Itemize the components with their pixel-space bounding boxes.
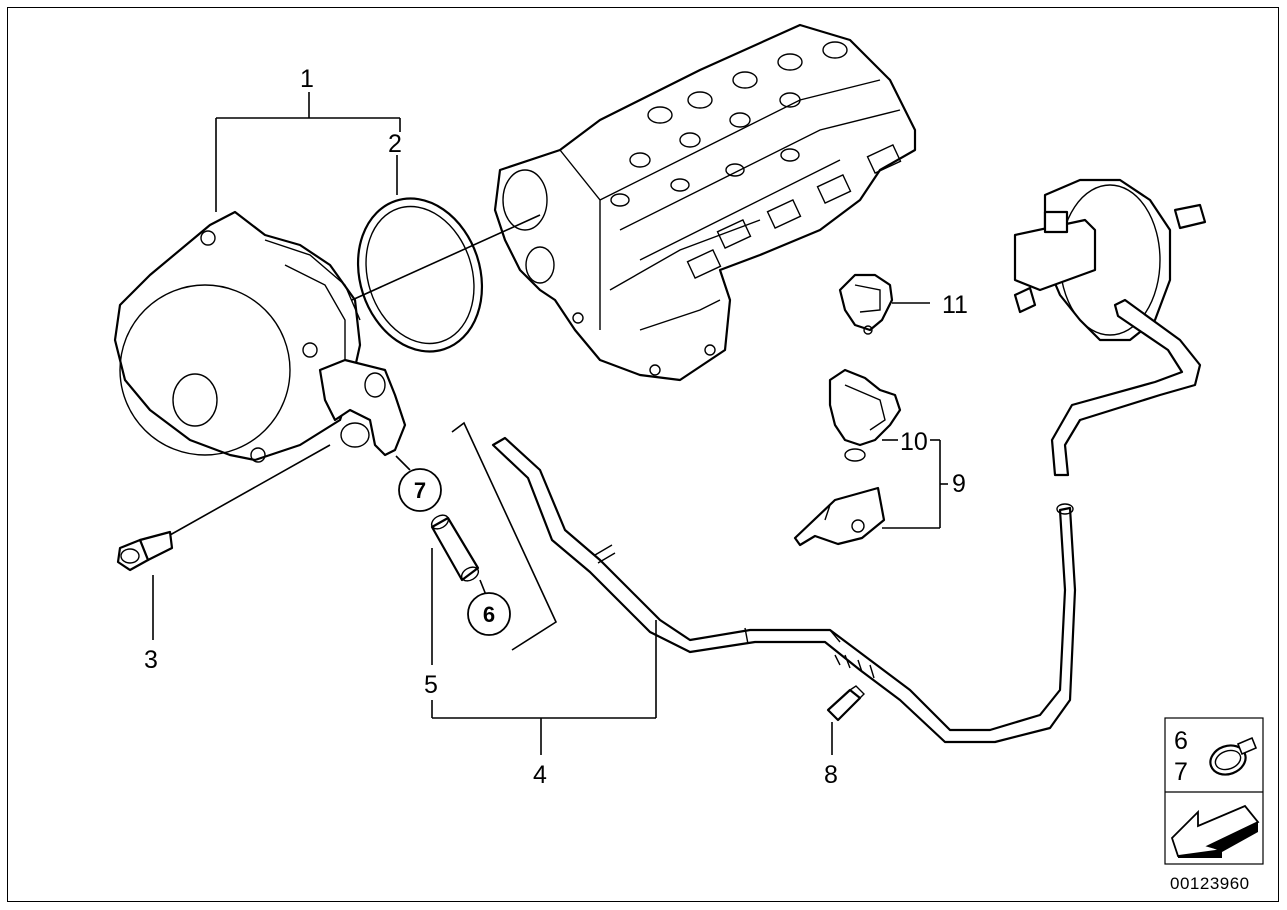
- callout-1: 1: [300, 65, 314, 93]
- clip-drawing: [826, 685, 865, 722]
- callout-8: 8: [824, 761, 838, 789]
- legend-line-1: 6: [1174, 727, 1188, 755]
- circled-callout-6: 6: [467, 592, 511, 636]
- callout-9: 9: [952, 470, 966, 498]
- callout-3: 3: [144, 646, 158, 674]
- bracket-plate-drawing: [793, 486, 886, 547]
- callout-5: 5: [424, 671, 438, 699]
- direction-arrow-icon: [1170, 804, 1260, 858]
- holder-10-drawing: [828, 368, 902, 462]
- holder-11-drawing: [838, 273, 894, 335]
- leader-lines: [152, 92, 948, 755]
- callout-11: 11: [942, 291, 968, 319]
- legend-line-2: 7: [1174, 758, 1188, 786]
- callout-4: 4: [533, 761, 547, 789]
- vacuum-line-drawing: [491, 436, 1077, 744]
- cylinder-head-drawing: [493, 23, 917, 382]
- circled-callout-7-text: 7: [414, 478, 426, 503]
- diagram-frame: [7, 7, 1279, 902]
- hose-clamp-icon: [1209, 736, 1258, 776]
- brake-booster-drawing: [1013, 178, 1207, 477]
- callout-10: 10: [900, 428, 928, 456]
- drawing-number: 00123960: [1170, 874, 1250, 893]
- circled-callout-7: 7: [398, 468, 442, 512]
- legend-box: 6 7: [1164, 717, 1264, 865]
- bolt-drawing: [116, 530, 174, 572]
- vacuum-pump-drawing: [113, 210, 407, 463]
- hose-piece-drawing: [430, 514, 480, 582]
- circled-callout-6-text: 6: [483, 602, 495, 627]
- callout-2: 2: [388, 130, 402, 158]
- gasket-ring-drawing: [356, 197, 484, 353]
